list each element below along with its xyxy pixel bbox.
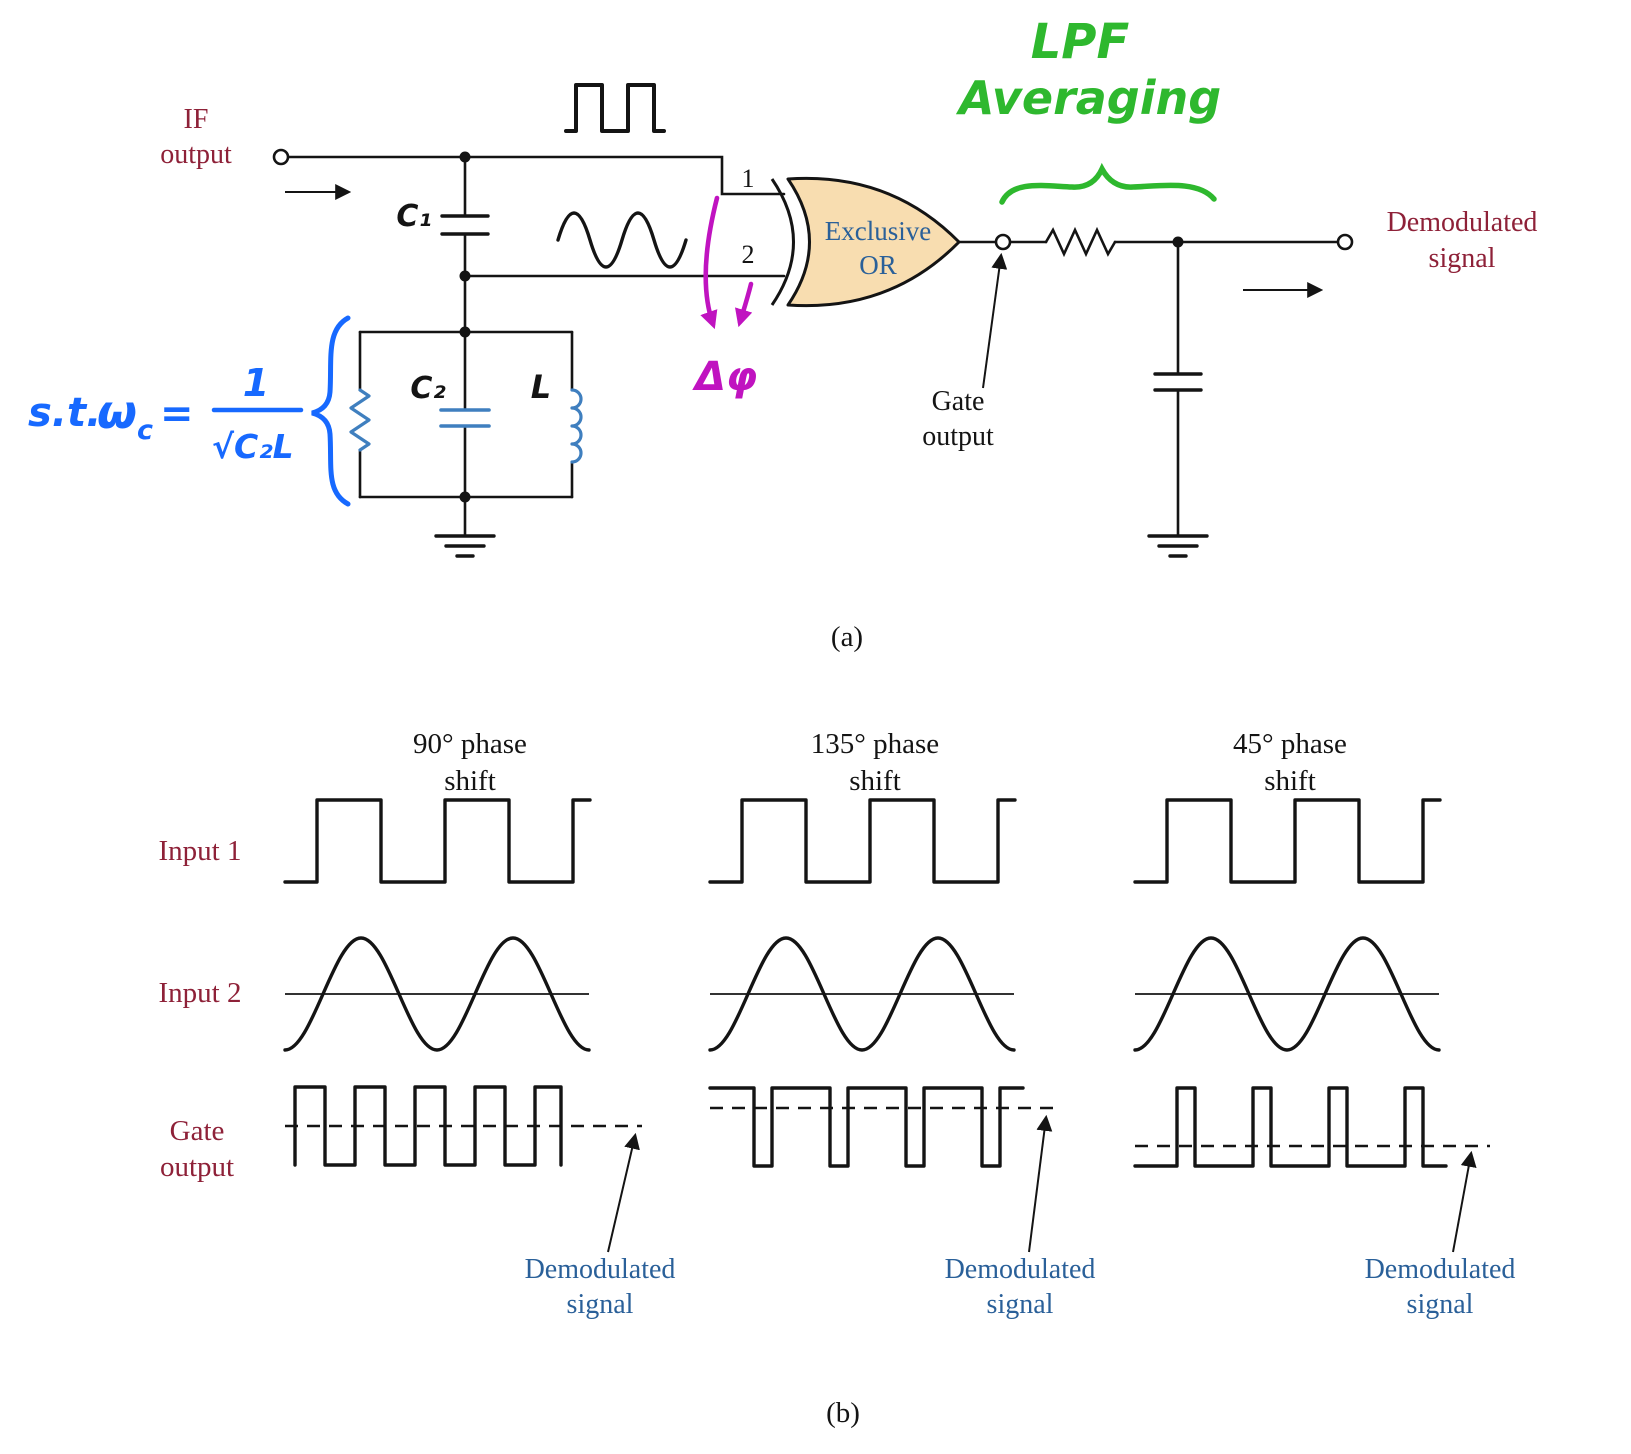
c1-label: C₁ <box>396 199 431 234</box>
sine-wave-symbol <box>556 211 688 269</box>
demodulated-signal-label-line1: Demodulated <box>1387 207 1538 238</box>
xor-gate <box>786 176 961 308</box>
tank-resistor <box>349 388 371 452</box>
blue-brace <box>311 315 351 507</box>
row-label-gate-line1: Gate <box>170 1115 225 1147</box>
demodulated-signal-label-line2: signal <box>1429 243 1496 274</box>
demod-label-45-line1: Demodulated <box>1365 1254 1516 1285</box>
node-dot <box>459 491 471 503</box>
xor-input1-number: 1 <box>742 164 755 193</box>
if-input-terminal <box>272 148 290 166</box>
capacitor-c2 <box>439 408 491 428</box>
row-label-gate-line2: output <box>160 1151 234 1183</box>
c2-label: C₂ <box>410 371 445 406</box>
formula-numerator: 1 <box>243 361 269 405</box>
lpf-annotation-line2: Averaging <box>956 71 1221 125</box>
waveform-diagram: 90° phase shift 135° phase shift 45° pha… <box>159 728 1516 1429</box>
demod-label-45-line2: signal <box>1407 1289 1474 1320</box>
resonance-formula-annotation: s.t. ω c = 1 √C₂L <box>28 315 351 507</box>
demod-pointer-135 <box>1028 1114 1053 1253</box>
gate-output-label-line1: Gate <box>932 386 985 417</box>
ground-symbol-lpf <box>1147 534 1209 558</box>
gate-output-terminal <box>994 233 1012 251</box>
column3-header-line1: 45° phase <box>1233 728 1347 760</box>
xor-gate-label-line2: OR <box>859 250 897 280</box>
node-dot <box>459 270 471 282</box>
caption-b: (b) <box>826 1397 860 1429</box>
gate-output-pointer-arrow <box>982 252 1008 389</box>
gate-output-waveform-45 <box>1133 1086 1448 1168</box>
formula-denominator: √C₂L <box>212 427 294 466</box>
demod-pointer-45 <box>1452 1150 1477 1253</box>
formula-equals: = <box>160 391 194 437</box>
formula-st: s.t. <box>28 390 101 436</box>
input1-waveform-45 <box>1133 798 1442 884</box>
phase-arrow-1 <box>700 195 720 330</box>
row-label-input2: Input 2 <box>159 977 242 1009</box>
demod-label-90-line1: Demodulated <box>525 1254 676 1285</box>
phase-arrow-2 <box>735 281 754 328</box>
column1-header-line2: shift <box>444 765 496 797</box>
input1-waveform-135 <box>708 798 1017 884</box>
formula-omega: ω <box>97 385 137 439</box>
xor-input2-number: 2 <box>742 240 755 269</box>
lpf-capacitor <box>1153 372 1203 392</box>
delta-phi-label: Δφ <box>692 354 757 400</box>
gate-output-waveform-135 <box>708 1086 1025 1168</box>
gate-output-waveform-90 <box>293 1085 563 1167</box>
caption-a: (a) <box>831 621 863 653</box>
green-brace <box>999 162 1217 205</box>
demod-pointer-90 <box>607 1132 640 1253</box>
column2-header-line2: shift <box>849 765 901 797</box>
if-output-label-line2: output <box>160 139 232 170</box>
column2-header-line1: 135° phase <box>811 728 939 760</box>
ground-symbol-tank <box>434 534 496 558</box>
inductor-label: L <box>531 368 551 406</box>
lpf-annotation-line1: LPF <box>1031 14 1130 70</box>
column3-header-line2: shift <box>1264 765 1316 797</box>
demod-label-135-line1: Demodulated <box>945 1254 1096 1285</box>
input1-wire <box>286 155 786 196</box>
square-wave-symbol <box>564 83 666 133</box>
input1-waveform-90 <box>283 798 592 884</box>
circuit-diagram: Exclusive OR IF output C₁ C₂ L 1 2 Gate … <box>28 14 1537 653</box>
lpf-averaging-annotation: LPF Averaging <box>956 14 1221 205</box>
demod-label-90-line2: signal <box>567 1289 634 1320</box>
if-output-label-line1: IF <box>184 104 209 135</box>
formula-omega-subscript: c <box>137 415 153 446</box>
row-label-input1: Input 1 <box>159 835 242 867</box>
inductor <box>570 388 583 464</box>
xor-gate-back-arc <box>770 178 795 306</box>
gate-output-label-line2: output <box>922 421 994 452</box>
node-dot <box>459 151 471 163</box>
demodulated-output-terminal <box>1336 233 1354 251</box>
xor-gate-label-line1: Exclusive <box>825 216 931 246</box>
lpf-resistor <box>1044 226 1117 258</box>
column1-header-line1: 90° phase <box>413 728 527 760</box>
capacitor-c1 <box>440 214 490 236</box>
demod-label-135-line2: signal <box>987 1289 1054 1320</box>
node-dot <box>459 326 471 338</box>
node-dot <box>1172 236 1184 248</box>
phase-difference-annotation: Δφ <box>692 195 757 400</box>
